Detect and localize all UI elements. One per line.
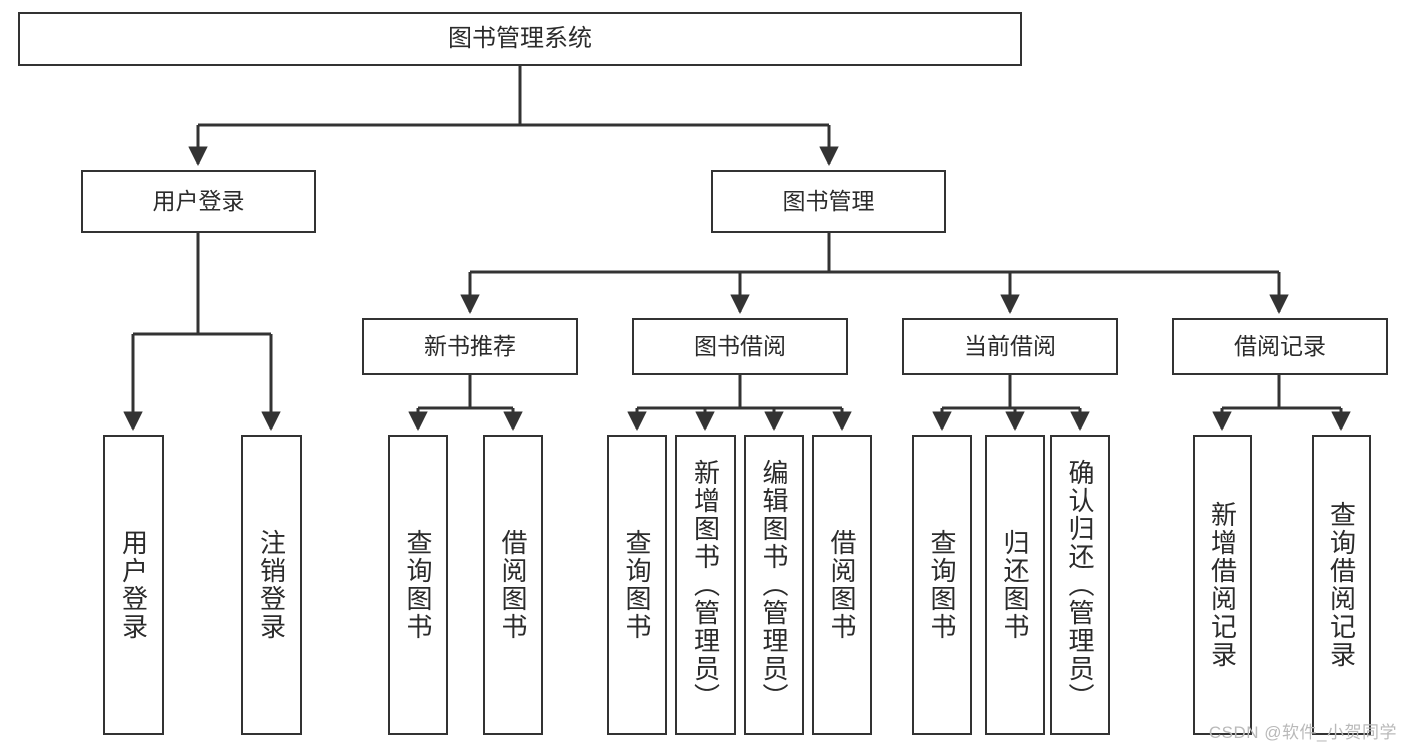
node-label: 图书借阅	[694, 332, 786, 359]
node-label: 编辑图书（管理员）	[759, 459, 789, 711]
csdn-watermark: CSDN @软件_小贺同学	[1208, 723, 1397, 742]
node-label: 注销登录	[256, 529, 287, 641]
node-label: 查询图书	[403, 529, 433, 641]
node-current-borrow[interactable]: 当前借阅	[902, 318, 1118, 375]
node-user-login[interactable]: 用户登录	[81, 170, 316, 233]
leaf-confirm-return-admin[interactable]: 确认归还（管理员）	[1050, 435, 1110, 735]
node-label: 新书推荐	[424, 332, 516, 359]
leaf-borrow-book[interactable]: 借阅图书	[812, 435, 872, 735]
node-label: 借阅图书	[498, 529, 528, 641]
leaf-query-book-recommend[interactable]: 查询图书	[388, 435, 448, 735]
node-label: 归还图书	[1000, 529, 1030, 641]
node-label: 新增借阅记录	[1207, 501, 1238, 669]
node-label: 查询图书	[622, 529, 652, 641]
leaf-return-book[interactable]: 归还图书	[985, 435, 1045, 735]
node-label: 用户登录	[152, 187, 245, 214]
leaf-query-borrow-record[interactable]: 查询借阅记录	[1312, 435, 1371, 735]
node-label: 查询图书	[927, 529, 957, 641]
node-label: 图书管理	[782, 187, 875, 214]
node-label: 当前借阅	[964, 332, 1056, 359]
leaf-query-book-borrow[interactable]: 查询图书	[607, 435, 667, 735]
leaf-user-login[interactable]: 用户登录	[103, 435, 164, 735]
node-label: 借阅图书	[827, 529, 857, 641]
node-label: 借阅记录	[1234, 332, 1326, 359]
node-borrow-record[interactable]: 借阅记录	[1172, 318, 1388, 375]
leaf-borrow-book-recommend[interactable]: 借阅图书	[483, 435, 543, 735]
leaf-add-book-admin[interactable]: 新增图书（管理员）	[675, 435, 736, 735]
node-label: 用户登录	[118, 529, 149, 641]
node-book-borrow[interactable]: 图书借阅	[632, 318, 848, 375]
leaf-add-borrow-record[interactable]: 新增借阅记录	[1193, 435, 1252, 735]
node-label: 确认归还（管理员）	[1065, 459, 1095, 711]
node-book-management[interactable]: 图书管理	[711, 170, 946, 233]
node-label: 图书管理系统	[448, 24, 592, 52]
node-root-system[interactable]: 图书管理系统	[18, 12, 1022, 66]
leaf-edit-book-admin[interactable]: 编辑图书（管理员）	[744, 435, 804, 735]
leaf-query-book-current[interactable]: 查询图书	[912, 435, 972, 735]
node-label: 新增图书（管理员）	[690, 459, 721, 711]
leaf-logout-login[interactable]: 注销登录	[241, 435, 302, 735]
node-new-book-recommend[interactable]: 新书推荐	[362, 318, 578, 375]
node-label: 查询借阅记录	[1326, 501, 1357, 669]
